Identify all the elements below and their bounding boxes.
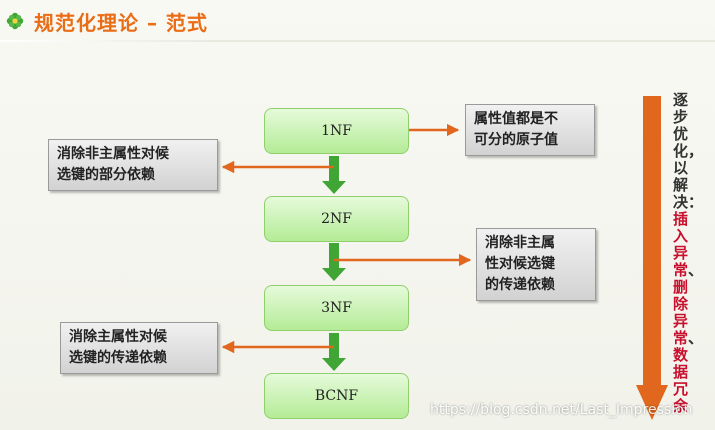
side-note-data-redundancy: 数据冗余 bbox=[673, 346, 689, 415]
note-partial-dependency: 消除非主属性对候 选键的部分依赖 bbox=[48, 139, 218, 191]
side-note-sep-2: 、 bbox=[688, 329, 704, 347]
title-row: 规范化理论 – 范式 bbox=[6, 6, 208, 36]
nf-box-1nf: 1NF bbox=[264, 108, 409, 154]
big-arrow-head bbox=[636, 385, 668, 420]
nf-box-bcnf: BCNF bbox=[264, 373, 409, 419]
down-arrow-3nf-bcnf bbox=[322, 333, 346, 371]
nf-box-2nf: 2NF bbox=[264, 196, 409, 242]
nf-box-3nf: 3NF bbox=[264, 285, 409, 331]
down-arrow-2nf-3nf bbox=[322, 243, 346, 281]
note-transitive-dependency: 消除非主属 性对候选键 的传递依赖 bbox=[476, 228, 596, 301]
title-divider bbox=[0, 40, 715, 42]
page-title: 规范化理论 – 范式 bbox=[34, 10, 208, 35]
down-arrow-1nf-2nf bbox=[322, 156, 346, 194]
big-arrow-shaft bbox=[643, 96, 661, 386]
watermark-url: https://blog.csdn.net/Last_Impression bbox=[430, 402, 693, 418]
side-note-delete-anomaly: 删除异常 bbox=[673, 278, 689, 347]
flower-icon bbox=[6, 12, 24, 30]
note-main-attr-transitive: 消除主属性对候 选键的传递依赖 bbox=[60, 322, 218, 374]
side-note-sep-1: 、 bbox=[688, 261, 704, 279]
side-note-vertical: 逐步优化，以解决：插入异常、删除异常、数据冗余 bbox=[673, 92, 703, 415]
side-note-intro: 逐步优化，以解决： bbox=[673, 91, 704, 211]
note-atomic-values: 属性值都是不 可分的原子值 bbox=[465, 104, 595, 156]
side-note-insert-anomaly: 插入异常 bbox=[673, 210, 689, 279]
